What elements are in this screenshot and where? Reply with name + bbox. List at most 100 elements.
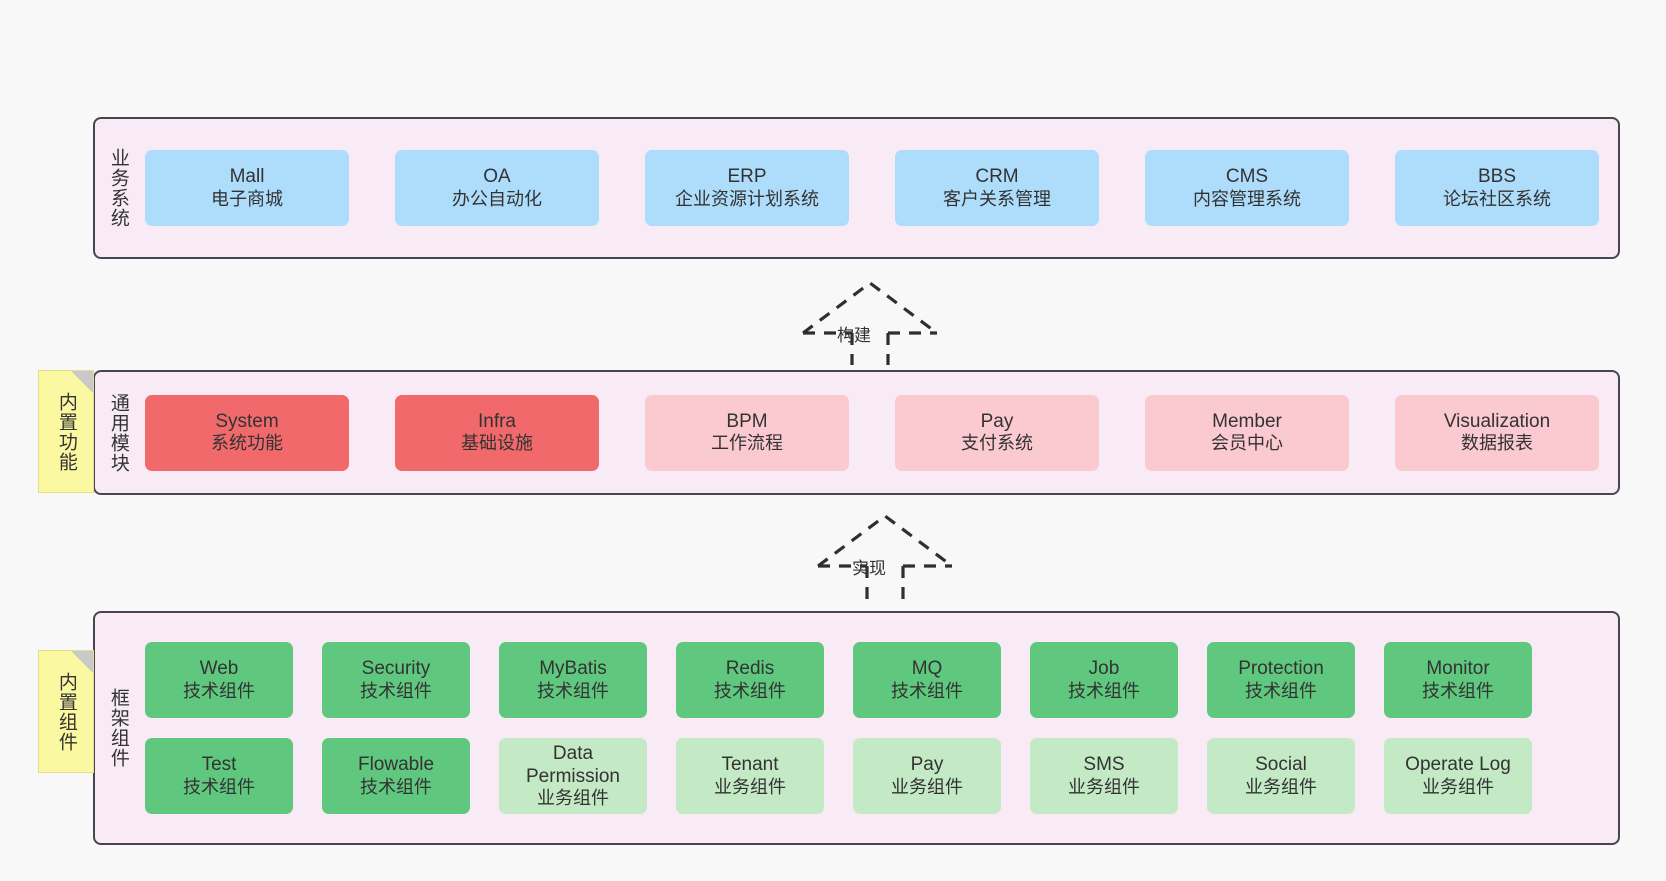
- module-box-pay[interactable]: Pay 支付系统: [895, 394, 1099, 471]
- layer-title-common-module: 通用模块: [107, 392, 129, 473]
- connector-label-implement: 实现: [852, 559, 886, 578]
- module-box-cms[interactable]: CMS 内容管理系统: [1145, 150, 1349, 226]
- module-name-cn: 客户关系管理: [943, 188, 1051, 209]
- component-name-en: Pay: [910, 754, 944, 776]
- component-name-en: Redis: [725, 658, 775, 680]
- component-name-en: SMS: [1083, 754, 1125, 776]
- module-box-oa[interactable]: OA 办公自动化: [395, 150, 599, 226]
- component-box-protection[interactable]: Protection 技术组件: [1207, 642, 1355, 718]
- module-name-cn: 内容管理系统: [1193, 188, 1301, 209]
- component-name-en: Web: [199, 658, 239, 680]
- component-name-en: MQ: [911, 658, 943, 680]
- common-module-row: System 系统功能 Infra 基础设施 BPM 工作流程 Pay 支付系统…: [145, 394, 1604, 471]
- module-name-en: Visualization: [1443, 410, 1551, 432]
- component-type-cn: 技术组件: [537, 680, 609, 701]
- dashed-hollow-arrow-icon: [817, 514, 953, 600]
- component-box-test[interactable]: Test 技术组件: [145, 738, 293, 814]
- module-box-bpm[interactable]: BPM 工作流程: [645, 394, 849, 471]
- module-name-en: Mall: [229, 166, 265, 188]
- module-box-visualization[interactable]: Visualization 数据报表: [1395, 394, 1599, 471]
- module-name-cn: 办公自动化: [452, 188, 542, 209]
- component-type-cn: 业务组件: [891, 776, 963, 797]
- framework-component-row-1: Web 技术组件 Security 技术组件 MyBatis 技术组件 Redi…: [145, 642, 1602, 718]
- component-box-operate-log[interactable]: Operate Log 业务组件: [1384, 738, 1532, 814]
- layer-business-system: 业务系统 Mall 电子商城 OA 办公自动化 ERP 企业资源计划系统 CRM: [93, 117, 1620, 259]
- dashed-hollow-arrow-icon: [802, 281, 938, 365]
- component-box-pay[interactable]: Pay 业务组件: [853, 738, 1001, 814]
- component-box-tenant[interactable]: Tenant 业务组件: [676, 738, 824, 814]
- module-box-crm[interactable]: CRM 客户关系管理: [895, 150, 1099, 226]
- connector-implement: 实现: [810, 508, 960, 600]
- sticky-note-label: 内置功能: [55, 391, 77, 472]
- component-name-en: Social: [1255, 754, 1307, 776]
- component-box-job[interactable]: Job 技术组件: [1030, 642, 1178, 718]
- component-name-en: Tenant: [721, 754, 779, 776]
- component-type-cn: 业务组件: [1422, 776, 1494, 797]
- module-name-cn: 会员中心: [1211, 433, 1283, 454]
- module-name-cn: 企业资源计划系统: [675, 188, 819, 209]
- module-name-cn: 论坛社区系统: [1443, 188, 1551, 209]
- module-box-mall[interactable]: Mall 电子商城: [145, 150, 349, 226]
- component-type-cn: 技术组件: [714, 680, 786, 701]
- component-box-security[interactable]: Security 技术组件: [322, 642, 470, 718]
- component-type-cn: 技术组件: [1422, 680, 1494, 701]
- layer-common-module: 通用模块 System 系统功能 Infra 基础设施 BPM 工作流程 Pay: [93, 370, 1620, 495]
- component-name-en: Operate Log: [1405, 754, 1511, 776]
- component-box-mq[interactable]: MQ 技术组件: [853, 642, 1001, 718]
- module-name-cn: 支付系统: [961, 433, 1033, 454]
- module-name-en: Member: [1212, 410, 1282, 432]
- component-name-en: Security: [361, 658, 431, 680]
- layer-body-business-system: Mall 电子商城 OA 办公自动化 ERP 企业资源计划系统 CRM 客户关系…: [141, 119, 1618, 257]
- component-name-en: Protection: [1238, 658, 1324, 680]
- component-type-cn: 技术组件: [1068, 680, 1140, 701]
- sticky-note-builtin-function: 内置功能: [38, 370, 94, 493]
- layer-title-business-system: 业务系统: [107, 148, 129, 228]
- component-box-data-permission[interactable]: Data Permission 业务组件: [499, 738, 647, 814]
- layer-framework-component: 框架组件 Web 技术组件 Security 技术组件 MyBatis 技术组件…: [93, 611, 1620, 845]
- module-name-cn: 工作流程: [711, 433, 783, 454]
- module-name-en: Infra: [477, 410, 517, 432]
- sticky-note-label: 内置组件: [55, 671, 77, 752]
- component-type-cn: 技术组件: [183, 776, 255, 797]
- component-type-cn: 技术组件: [360, 776, 432, 797]
- module-name-cn: 数据报表: [1461, 433, 1533, 454]
- component-name-en: Job: [1088, 658, 1120, 680]
- component-name-en: MyBatis: [539, 658, 607, 680]
- note-fold-corner-icon: [71, 651, 93, 673]
- connector-label-build: 构建: [837, 326, 871, 345]
- component-box-web[interactable]: Web 技术组件: [145, 642, 293, 718]
- module-box-bbs[interactable]: BBS 论坛社区系统: [1395, 150, 1599, 226]
- module-name-en: CMS: [1225, 166, 1269, 188]
- component-type-cn: 业务组件: [1068, 776, 1140, 797]
- module-name-en: OA: [483, 166, 511, 188]
- module-name-cn: 系统功能: [211, 433, 283, 454]
- layer-title-framework-component: 框架组件: [107, 688, 129, 768]
- component-box-mybatis[interactable]: MyBatis 技术组件: [499, 642, 647, 718]
- module-name-en: BPM: [726, 410, 768, 432]
- component-type-cn: 技术组件: [183, 680, 255, 701]
- component-name-en: Monitor: [1426, 658, 1490, 680]
- component-type-cn: 业务组件: [1245, 776, 1317, 797]
- component-type-cn: 业务组件: [714, 776, 786, 797]
- component-name-en: Test: [201, 754, 237, 776]
- connector-build: 构建: [795, 275, 945, 365]
- component-box-sms[interactable]: SMS 业务组件: [1030, 738, 1178, 814]
- module-box-system[interactable]: System 系统功能: [145, 394, 349, 471]
- component-box-social[interactable]: Social 业务组件: [1207, 738, 1355, 814]
- module-box-infra[interactable]: Infra 基础设施: [395, 394, 599, 471]
- module-name-en: Pay: [980, 410, 1014, 432]
- component-box-flowable[interactable]: Flowable 技术组件: [322, 738, 470, 814]
- module-box-member[interactable]: Member 会员中心: [1145, 394, 1349, 471]
- component-type-cn: 技术组件: [1245, 680, 1317, 701]
- component-box-redis[interactable]: Redis 技术组件: [676, 642, 824, 718]
- module-box-erp[interactable]: ERP 企业资源计划系统: [645, 150, 849, 226]
- component-name-en: Data Permission: [526, 742, 620, 788]
- component-box-monitor[interactable]: Monitor 技术组件: [1384, 642, 1532, 718]
- module-name-cn: 基础设施: [461, 433, 533, 454]
- note-fold-corner-icon: [71, 371, 93, 393]
- module-name-en: BBS: [1477, 166, 1517, 188]
- component-type-cn: 技术组件: [360, 680, 432, 701]
- module-name-en: ERP: [727, 166, 767, 188]
- layer-body-framework-component: Web 技术组件 Security 技术组件 MyBatis 技术组件 Redi…: [141, 613, 1618, 843]
